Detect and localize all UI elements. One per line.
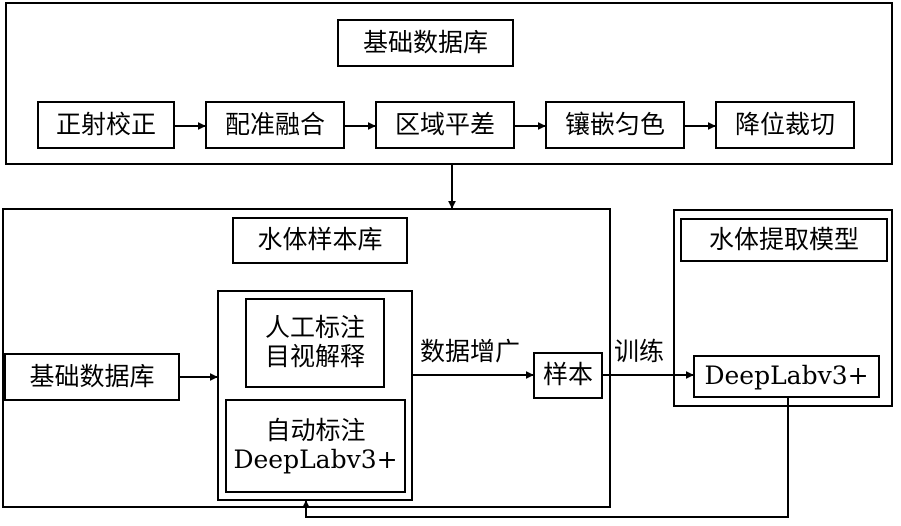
step-ortho-correction: 正射校正 <box>37 101 175 149</box>
auto-labeling-line2: DeepLabv3+ <box>233 445 398 474</box>
step-registration-fusion: 配准融合 <box>205 101 345 149</box>
sample-lib-title: 水体样本库 <box>232 217 408 264</box>
model-title: 水体提取模型 <box>680 218 888 262</box>
step-block-adjustment: 区域平差 <box>375 101 515 149</box>
augment-label: 数据增广 <box>420 337 521 366</box>
labeling-group <box>217 290 413 501</box>
manual-labeling-line2: 目视解释 <box>264 342 365 371</box>
input-base-db: 基础数据库 <box>4 353 180 401</box>
base-db-container <box>5 2 893 165</box>
sample-lib-container <box>2 208 611 508</box>
base-db-title: 基础数据库 <box>337 19 514 67</box>
step-bit-clip: 降位裁切 <box>715 101 855 149</box>
auto-labeling-line1: 自动标注 <box>265 416 366 446</box>
auto-labeling-box: 自动标注 DeepLabv3+ <box>225 399 406 493</box>
arrow-model-feedback <box>302 398 789 518</box>
train-label: 训练 <box>614 337 665 366</box>
model-network-box: DeepLabv3+ <box>693 355 880 398</box>
step-mosaic-color: 镶嵌匀色 <box>545 101 685 149</box>
manual-labeling-line1: 人工标注 <box>264 313 365 343</box>
manual-labeling-box: 人工标注 目视解释 <box>245 298 385 388</box>
model-container <box>673 209 893 407</box>
sample-box: 样本 <box>533 352 603 399</box>
